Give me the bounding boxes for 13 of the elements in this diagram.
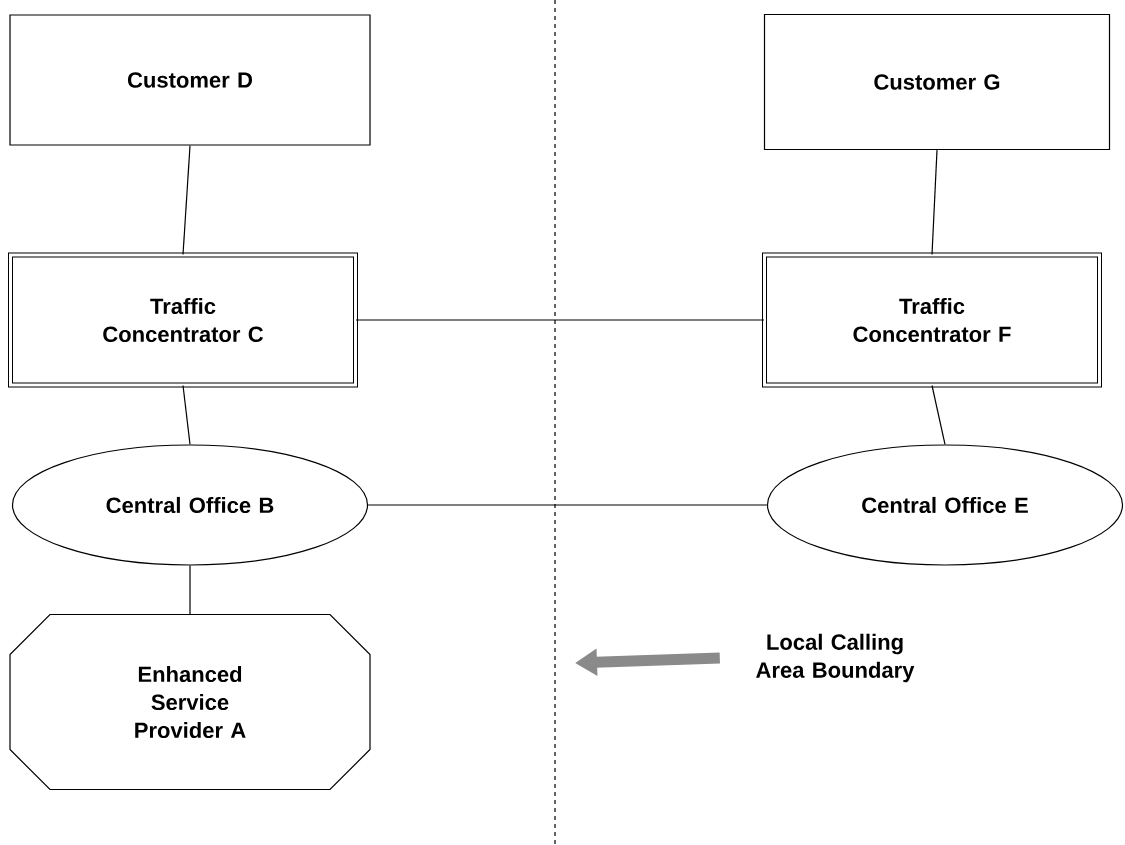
boundary-label: Local Calling Area Boundary [756, 633, 915, 683]
connector-line [182, 384, 191, 445]
concentrator-box: Traffic Concentrator C [8, 252, 358, 388]
connector-line [189, 565, 191, 615]
customer-box: Customer G [763, 13, 1111, 151]
connector-line [367, 504, 768, 506]
connector-line [931, 149, 938, 256]
customer-box: Customer D [9, 14, 371, 146]
provider-octagon: Enhanced Service Provider A [9, 613, 371, 791]
concentrator-box: Traffic Concentrator F [762, 252, 1102, 388]
connector-line [355, 319, 765, 321]
connector-line [182, 145, 191, 256]
connector-line [931, 384, 946, 445]
